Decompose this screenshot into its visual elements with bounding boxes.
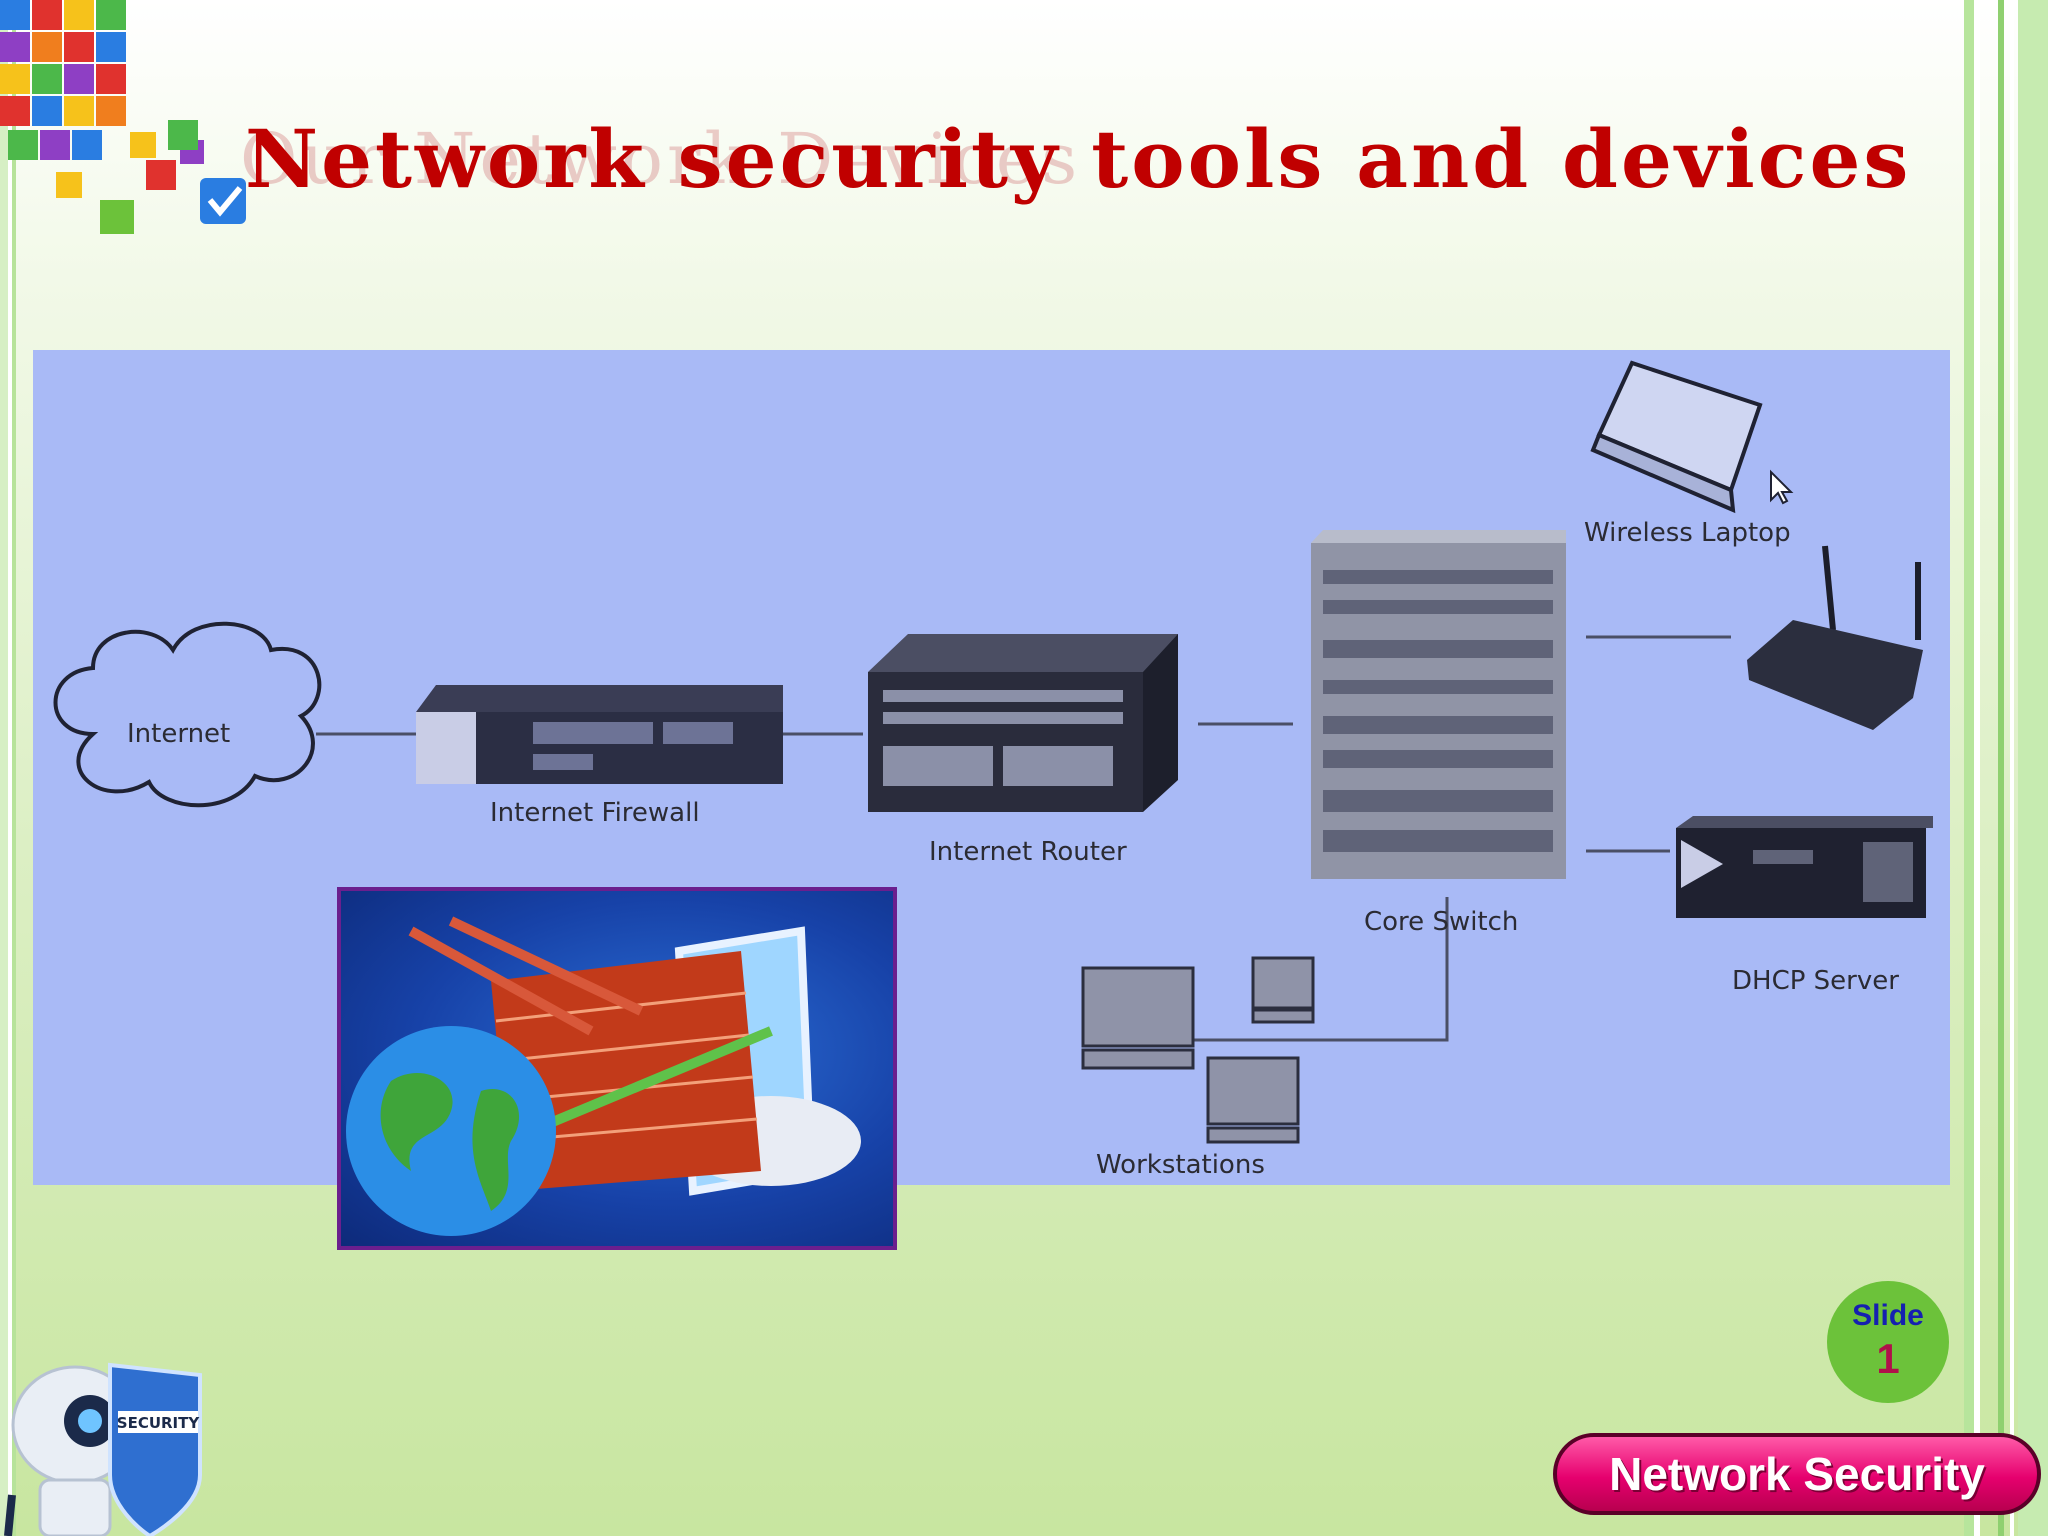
router-chassis-icon (868, 634, 1178, 812)
page-title: Network security tools and devices (245, 112, 1912, 206)
wireless-router-icon (1747, 545, 1923, 730)
label-wireless-laptop: Wireless Laptop (1584, 518, 1791, 548)
core-switch-icon (1311, 530, 1566, 879)
slide-number-badge: Slide 1 (1827, 1281, 1949, 1403)
colored-cubes-logo (0, 0, 246, 234)
firewall-illustration (337, 887, 897, 1250)
slide-number: 1 (1876, 1335, 1900, 1382)
network-diagram: Internet Internet Firewall Internet Rout… (33, 350, 1950, 1185)
footer-label: Network Security (1609, 1448, 1985, 1500)
shield-text: SECURITY (117, 1414, 201, 1432)
firewall-appliance-icon (416, 685, 783, 784)
label-core-switch: Core Switch (1364, 907, 1519, 937)
label-dhcp-server: DHCP Server (1732, 966, 1899, 996)
security-robot-icon: SECURITY (4, 1362, 202, 1536)
left-decorative-rail (0, 0, 24, 1536)
mouse-cursor-icon (1770, 469, 1794, 505)
workstation-icons (1081, 956, 1315, 1144)
right-decorative-rails (1958, 0, 2048, 1536)
label-internet-router: Internet Router (929, 837, 1127, 867)
dhcp-server-icon (1676, 816, 1933, 918)
cloud-icon (53, 621, 322, 808)
laptop-icon (1590, 360, 1763, 514)
slide-word: Slide (1852, 1299, 1924, 1332)
label-internet-firewall: Internet Firewall (490, 798, 700, 828)
label-workstations: Workstations (1096, 1150, 1265, 1180)
ghost-title: Our Network Devices (240, 118, 1082, 200)
label-internet: Internet (127, 719, 231, 749)
firewall-brick-wall-globe-icon (346, 916, 861, 1236)
footer-network-security-button[interactable]: Network Security (1553, 1433, 2041, 1515)
network-diagram-graphics (53, 360, 1933, 1144)
